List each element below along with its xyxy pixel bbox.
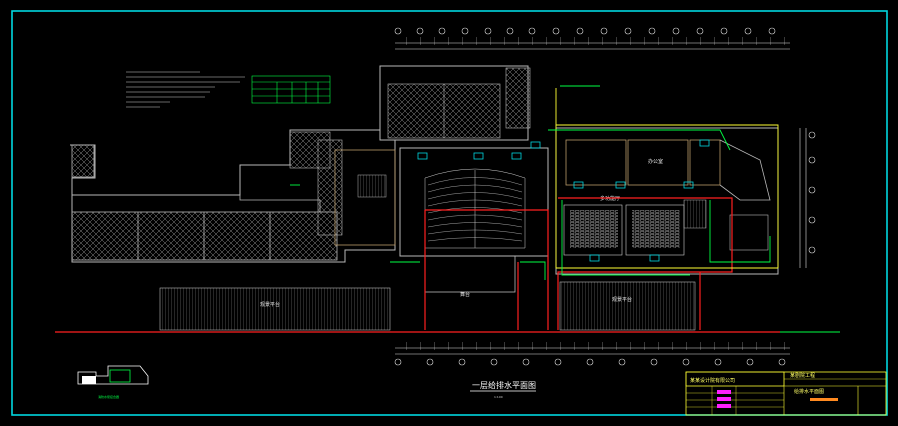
- room-label-terrace-right: 观景平台: [612, 296, 632, 303]
- drawing-title: 一层给排水平面图: [472, 380, 536, 390]
- room-label-stage: 舞台: [460, 291, 470, 298]
- general-notes: [126, 71, 245, 108]
- detail-label: 消防水泵接合器: [98, 394, 119, 399]
- drain-pipe-green: [290, 85, 840, 333]
- detail-inset: 消防水泵接合器: [77, 365, 149, 399]
- title-block-project: 某剧院工程: [790, 372, 815, 379]
- left-wing: [70, 129, 396, 263]
- drawing-scale: 1:100: [494, 395, 503, 399]
- pipe-legend-table: [251, 75, 331, 104]
- right-dimension-chain: [799, 128, 816, 268]
- title-block-company: 某某设计院有限公司: [690, 377, 735, 384]
- drawing-title-block: 一层给排水平面图 1:100: [470, 380, 536, 399]
- auditorium: 舞台: [399, 147, 549, 298]
- fire-pipe-red: [55, 197, 780, 333]
- right-wing: 办公室 多功能厅: [555, 127, 779, 275]
- water-pipe-yellow: [555, 88, 779, 269]
- room-label-office: 办公室: [648, 158, 663, 165]
- fixtures-cyan: [417, 139, 710, 262]
- outer-frame: [11, 10, 888, 416]
- bottom-dimension-chain: [394, 342, 790, 366]
- title-block-drawing-name: 给排水平面图: [794, 388, 824, 395]
- top-dimension-chain: [394, 27, 790, 50]
- north-block: [379, 65, 531, 141]
- title-block: 某某设计院有限公司 某剧院工程 给排水平面图: [685, 371, 887, 416]
- room-label-terrace-left: 观景平台: [260, 301, 280, 308]
- terraces: 观景平台 观景平台: [159, 281, 696, 331]
